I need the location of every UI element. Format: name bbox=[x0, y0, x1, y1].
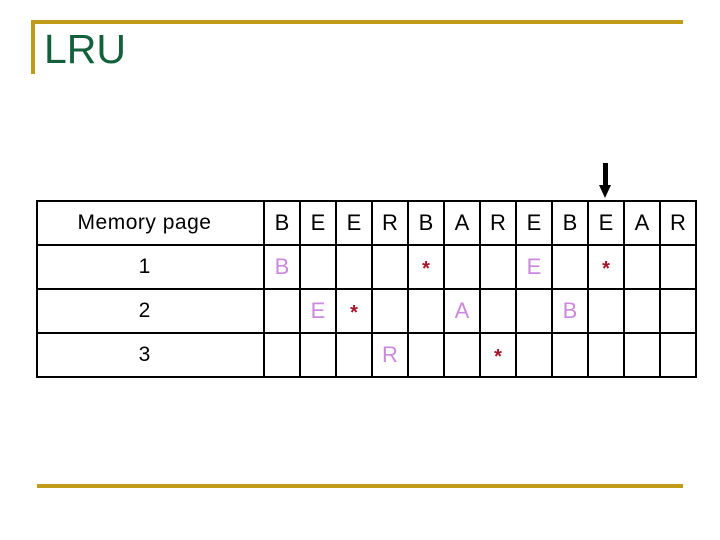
header-ref-cell-10: A bbox=[623, 200, 661, 246]
frame-cell-r3-c8 bbox=[551, 332, 589, 378]
arrow-shaft bbox=[603, 163, 608, 187]
header-ref-cell-3: R bbox=[371, 200, 409, 246]
header-ref-cell-9: E bbox=[587, 200, 625, 246]
frame-cell-r3-c5 bbox=[443, 332, 481, 378]
frame-cell-r2-c4 bbox=[407, 288, 445, 334]
header-label-cell: Memory page bbox=[36, 200, 265, 246]
table-row: 2 E * A B bbox=[36, 288, 697, 334]
frame-cell-r2-c0 bbox=[263, 288, 301, 334]
frame-cell-r2-c11 bbox=[659, 288, 697, 334]
frame-cell-r2-c9 bbox=[587, 288, 625, 334]
frame-cell-r1-c3 bbox=[371, 244, 409, 290]
page-letter: E bbox=[526, 254, 542, 279]
fault-star-icon: * bbox=[494, 346, 502, 368]
frame-cell-r1-c1 bbox=[299, 244, 337, 290]
page-letter: R bbox=[382, 342, 398, 367]
frame-cell-r2-c1: E bbox=[299, 288, 337, 334]
row-label-cell: 2 bbox=[36, 288, 265, 334]
frame-cell-r2-c3 bbox=[371, 288, 409, 334]
header-ref-cell-2: E bbox=[335, 200, 373, 246]
title-accent-rule-top bbox=[31, 20, 683, 24]
frame-cell-r3-c0 bbox=[263, 332, 301, 378]
frame-cell-r3-c11 bbox=[659, 332, 697, 378]
arrow-head bbox=[599, 185, 611, 198]
frame-cell-r1-c9: * bbox=[587, 244, 625, 290]
frame-cell-r3-c9 bbox=[587, 332, 625, 378]
frame-cell-r1-c11 bbox=[659, 244, 697, 290]
header-ref-cell-0: B bbox=[263, 200, 301, 246]
header-ref-cell-5: A bbox=[443, 200, 481, 246]
header-ref-cell-1: E bbox=[299, 200, 337, 246]
title-accent-rule-left bbox=[31, 20, 35, 74]
frame-cell-r3-c7 bbox=[515, 332, 553, 378]
frame-cell-r2-c8: B bbox=[551, 288, 589, 334]
frame-cell-r1-c8 bbox=[551, 244, 589, 290]
frame-cell-r3-c4 bbox=[407, 332, 445, 378]
frame-cell-r1-c6 bbox=[479, 244, 517, 290]
header-ref-cell-7: E bbox=[515, 200, 553, 246]
header-ref-cell-6: R bbox=[479, 200, 517, 246]
frame-cell-r1-c5 bbox=[443, 244, 481, 290]
frame-cell-r3-c3: R bbox=[371, 332, 409, 378]
frame-cell-r1-c10 bbox=[623, 244, 661, 290]
frame-cell-r3-c2 bbox=[335, 332, 373, 378]
frame-cell-r1-c2 bbox=[335, 244, 373, 290]
frame-cell-r2-c6 bbox=[479, 288, 517, 334]
page-letter: B bbox=[274, 254, 290, 279]
frame-cell-r2-c5: A bbox=[443, 288, 481, 334]
fault-star-icon: * bbox=[602, 258, 610, 280]
row-label-cell: 3 bbox=[36, 332, 265, 378]
frame-cell-r1-c0: B bbox=[263, 244, 301, 290]
page-letter: B bbox=[562, 298, 578, 323]
footer-accent-rule bbox=[37, 484, 683, 488]
table-row: 3 R * bbox=[36, 332, 697, 378]
row-label-cell: 1 bbox=[36, 244, 265, 290]
frame-cell-r3-c1 bbox=[299, 332, 337, 378]
page-letter: E bbox=[310, 298, 326, 323]
header-ref-cell-11: R bbox=[659, 200, 697, 246]
frame-cell-r1-c7: E bbox=[515, 244, 553, 290]
frame-cell-r2-c10 bbox=[623, 288, 661, 334]
frame-cell-r3-c10 bbox=[623, 332, 661, 378]
fault-star-icon: * bbox=[422, 258, 430, 280]
page-letter: A bbox=[454, 298, 470, 323]
frame-cell-r1-c4: * bbox=[407, 244, 445, 290]
frame-cell-r2-c7 bbox=[515, 288, 553, 334]
header-ref-cell-4: B bbox=[407, 200, 445, 246]
header-ref-cell-8: B bbox=[551, 200, 589, 246]
page-title: LRU bbox=[44, 26, 127, 72]
arrow-down-icon bbox=[597, 163, 615, 199]
frame-cell-r3-c6: * bbox=[479, 332, 517, 378]
frame-cell-r2-c2: * bbox=[335, 288, 373, 334]
fault-star-icon: * bbox=[350, 302, 358, 324]
